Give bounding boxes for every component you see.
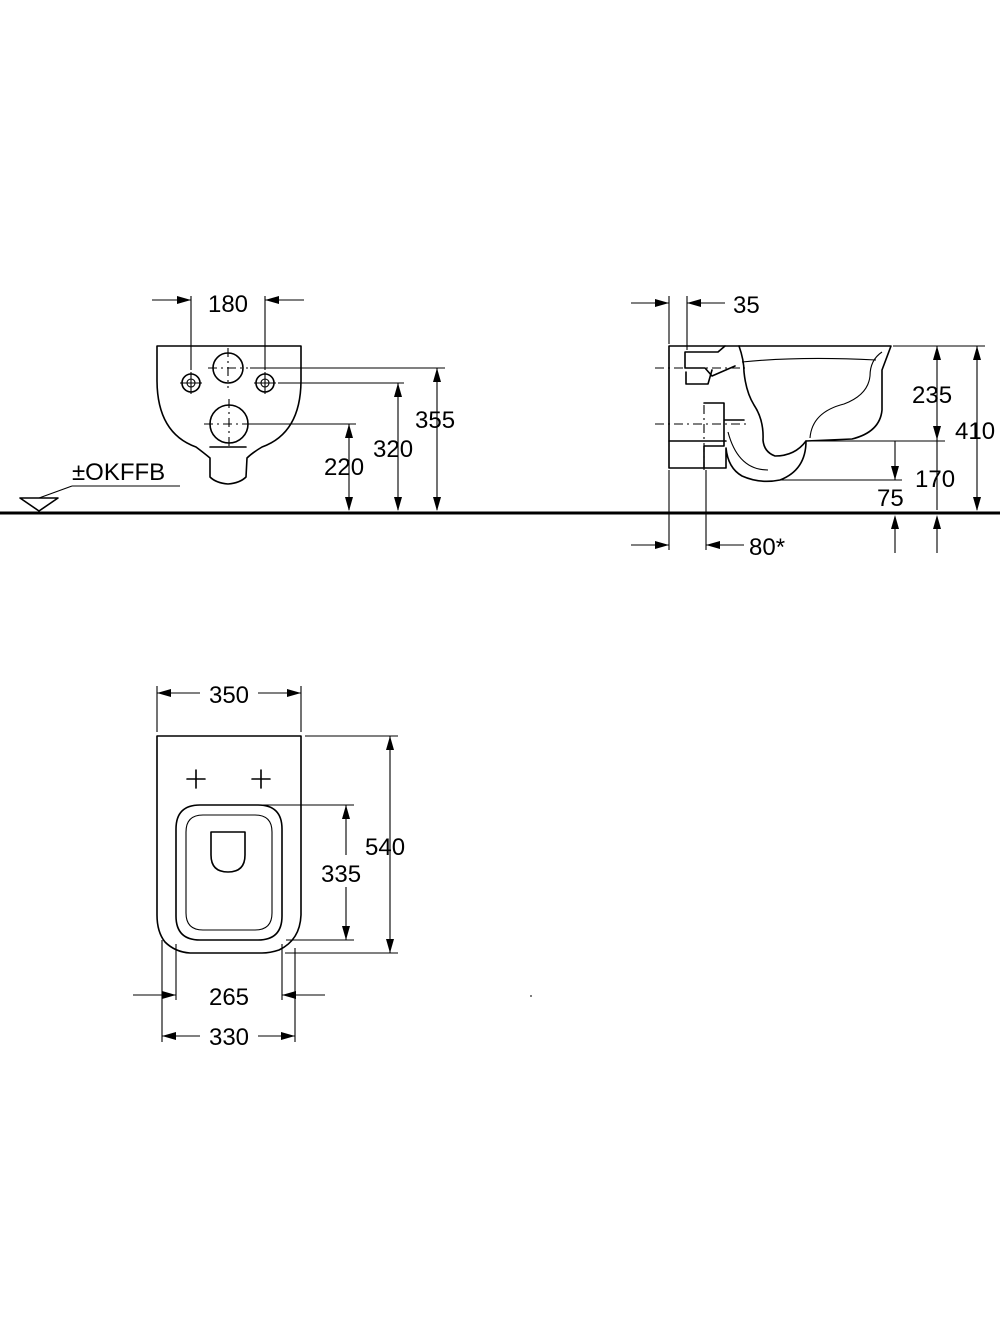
dim-outlet-height: 220 bbox=[250, 423, 364, 511]
dim-wall-offset: 35 bbox=[631, 292, 760, 350]
front-outlet bbox=[204, 399, 254, 449]
top-fixing-mark-right bbox=[251, 769, 271, 789]
dim-bowl-length: 335 bbox=[262, 804, 361, 941]
svg-text:330: 330 bbox=[209, 1024, 249, 1051]
dim-bottom-width: 330 bbox=[161, 940, 296, 1051]
dim-outlet-projection: 80* bbox=[631, 470, 785, 561]
front-water-inlet bbox=[208, 348, 248, 388]
front-view: 180 355 320 220 bbox=[152, 291, 455, 511]
dim-total-height: 410 bbox=[945, 345, 995, 511]
dim-top-width: 350 bbox=[156, 682, 302, 732]
svg-text:75: 75 bbox=[877, 485, 904, 512]
front-fixing-hole-right bbox=[254, 372, 276, 394]
svg-text:540: 540 bbox=[365, 834, 405, 861]
side-body-outline bbox=[668, 345, 892, 483]
front-body-outline bbox=[156, 345, 302, 485]
svg-text:235: 235 bbox=[912, 382, 952, 409]
side-bowl-contour bbox=[738, 345, 807, 457]
reference-label: ±OKFFB bbox=[72, 459, 165, 486]
svg-text:320: 320 bbox=[373, 436, 413, 463]
dim-fixing-spacing: 180 bbox=[152, 291, 304, 370]
floor-reference-symbol: ±OKFFB bbox=[19, 459, 180, 512]
svg-text:170: 170 bbox=[915, 466, 955, 493]
svg-text:350: 350 bbox=[209, 682, 249, 709]
top-bowl-outer bbox=[175, 804, 283, 941]
svg-text:180: 180 bbox=[208, 291, 248, 318]
dim-outlet-center: 170 bbox=[810, 440, 955, 553]
svg-text:410: 410 bbox=[955, 418, 995, 445]
svg-text:80*: 80* bbox=[749, 534, 785, 561]
svg-text:220: 220 bbox=[324, 454, 364, 481]
svg-text:335: 335 bbox=[321, 861, 361, 888]
dim-bowl-depth: 235 bbox=[893, 345, 952, 440]
dim-bowl-width: 265 bbox=[133, 944, 325, 1011]
front-fixing-hole-left bbox=[180, 372, 202, 394]
top-body-outline bbox=[156, 735, 302, 954]
dim-length: 540 bbox=[285, 735, 405, 954]
svg-text:355: 355 bbox=[415, 407, 455, 434]
svg-text:35: 35 bbox=[733, 292, 760, 319]
top-fixing-mark-left bbox=[186, 769, 206, 789]
side-view: 35 235 410 170 bbox=[631, 292, 995, 561]
svg-text:265: 265 bbox=[209, 984, 249, 1011]
dim-inlet-height: 320 bbox=[278, 382, 413, 511]
dim-fixing-height: 355 bbox=[250, 367, 455, 511]
stray-dot bbox=[530, 995, 532, 997]
top-bowl-inner bbox=[185, 814, 273, 931]
top-view: 350 540 335 265 bbox=[133, 682, 405, 1051]
top-bowl-opening bbox=[210, 831, 246, 873]
dim-outlet-bottom: 75 bbox=[780, 441, 904, 553]
